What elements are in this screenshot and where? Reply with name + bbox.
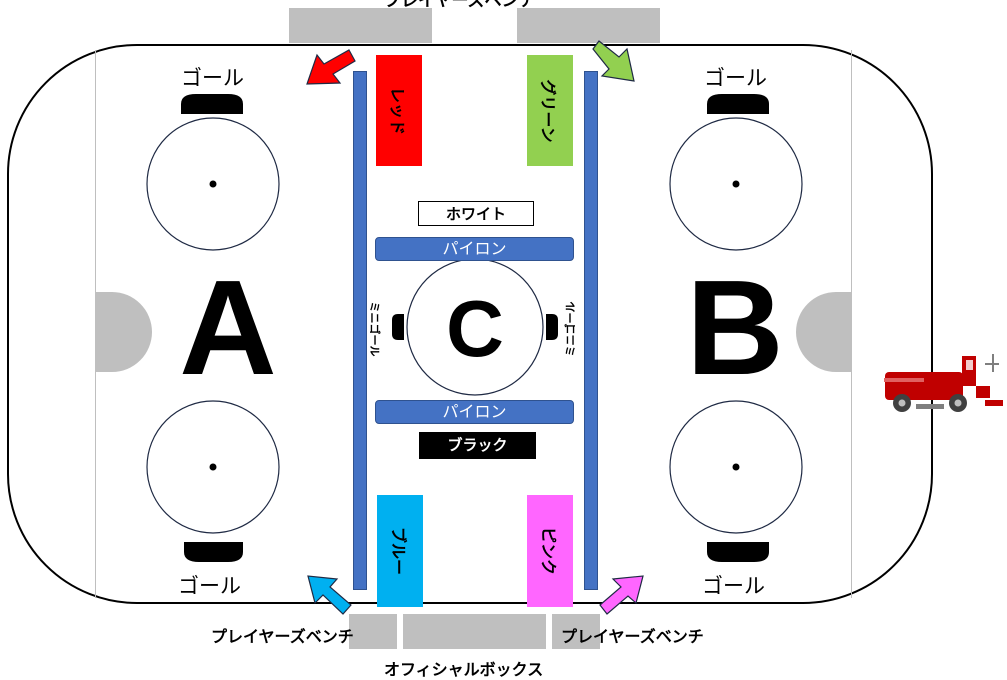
- arrow-blue: [307, 575, 352, 615]
- team-pink-label: ピンク: [539, 526, 559, 576]
- zamboni-door-right: [796, 292, 852, 372]
- pylon-top: パイロン: [375, 237, 574, 261]
- goal-line-right: [851, 50, 852, 598]
- mini-goal-left-label: ミニゴール: [368, 301, 381, 357]
- official-box: [403, 614, 546, 649]
- goal-label-b-bottom: ゴール: [702, 574, 765, 598]
- arrow-pink: [599, 575, 644, 615]
- top-bench-left: [289, 8, 432, 43]
- faceoff-circle-a-top: [146, 117, 280, 251]
- bench-left-box: [349, 614, 397, 649]
- goal-a-bottom: [184, 542, 243, 562]
- faceoff-circle-a-bottom: [146, 400, 280, 534]
- mini-goal-left: [392, 314, 404, 340]
- zamboni-icon: [884, 354, 1003, 412]
- zone-a-letter: A: [179, 252, 277, 403]
- team-green-label: グリーン: [539, 78, 559, 143]
- team-red-box: レッド: [376, 55, 422, 166]
- zone-c-letter: C: [446, 284, 504, 373]
- arrow-green: [592, 40, 635, 82]
- goal-b-top: [707, 94, 769, 114]
- arrow-red: [306, 49, 356, 85]
- divider-left: [353, 71, 367, 590]
- faceoff-circle-b-top: [669, 117, 803, 251]
- mini-goal-right: [546, 314, 558, 340]
- top-bench-label: プレイヤーズベンチ: [384, 0, 536, 11]
- bench-right-label: プレイヤーズベンチ: [561, 627, 704, 646]
- bench-right-box: [552, 614, 600, 649]
- team-red-label: レッド: [388, 86, 408, 135]
- team-pink-box: ピンク: [527, 495, 573, 607]
- goal-label-a-bottom: ゴール: [178, 574, 241, 598]
- team-blue-box: ブルー: [377, 495, 423, 607]
- team-black-box: ブラック: [419, 432, 536, 459]
- bench-left-label: プレイヤーズベンチ: [211, 627, 354, 646]
- rink-outline: [7, 44, 933, 604]
- zone-b-letter: B: [686, 252, 784, 403]
- mini-goal-right-label: ミニゴール: [564, 301, 577, 357]
- divider-right: [584, 71, 598, 590]
- team-blue-label: ブルー: [389, 526, 409, 576]
- goal-label-b-top: ゴール: [704, 66, 767, 90]
- goal-a-top: [181, 94, 243, 114]
- official-box-label: オフィシャルボックス: [384, 660, 544, 679]
- top-bench-right: [517, 8, 660, 43]
- goal-b-bottom: [707, 542, 769, 562]
- goal-label-a-top: ゴール: [181, 66, 244, 90]
- team-white-box: ホワイト: [418, 201, 534, 226]
- pylon-bottom: パイロン: [375, 400, 574, 424]
- faceoff-circle-b-bottom: [669, 400, 803, 534]
- team-green-box: グリーン: [527, 55, 573, 166]
- goal-line-left: [95, 50, 96, 598]
